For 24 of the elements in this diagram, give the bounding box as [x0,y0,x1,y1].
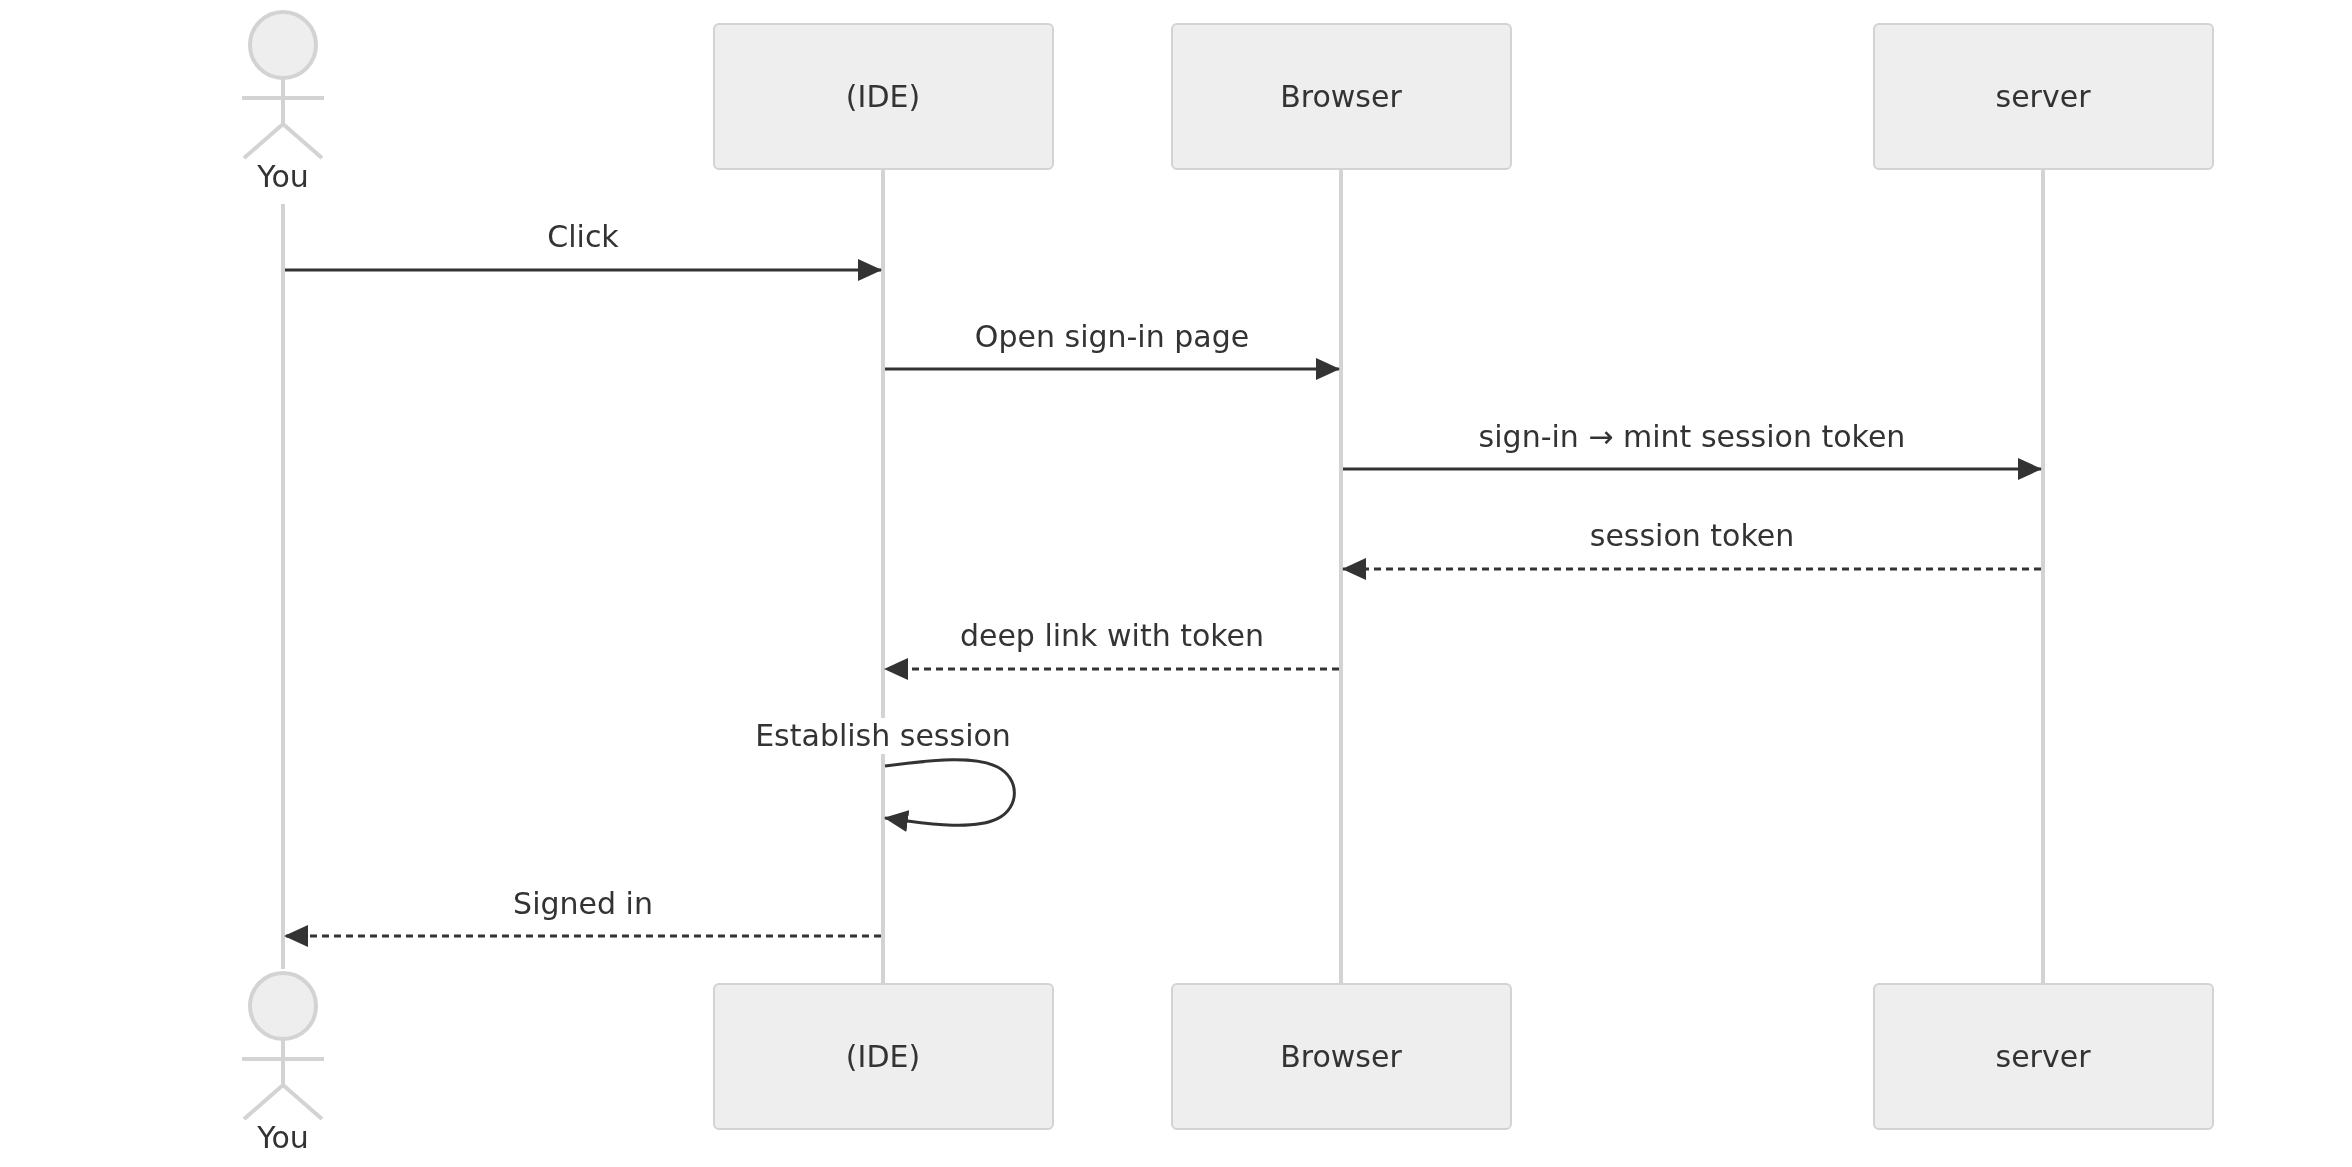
participant-label: (IDE) [845,1038,921,1075]
participant-box [712,983,1054,1130]
participant-box [1170,23,1512,170]
message-arrow [284,925,881,947]
message-arrow [885,358,1340,380]
participant-label: server [1995,78,2091,115]
message-arrow [1343,458,2042,480]
participant-label: server [1995,1038,2091,1075]
message-arrow [1342,558,2041,580]
message-arrow [884,658,1339,680]
actor-label: You [257,1121,309,1155]
participant-box [1872,23,2214,170]
participant-label: Browser [1280,1038,1402,1075]
participant-label: Browser [1280,78,1402,115]
participant-label: (IDE) [845,78,921,115]
lifeline [2041,170,2045,983]
self-message-arrow [884,758,1016,832]
participant-box [1170,983,1512,1130]
lifeline [281,204,285,969]
actor-label: You [257,160,309,194]
participant-box [1872,983,2214,1130]
message-arrow [285,259,882,281]
participant-box [712,23,1054,170]
lifeline [1339,170,1343,983]
